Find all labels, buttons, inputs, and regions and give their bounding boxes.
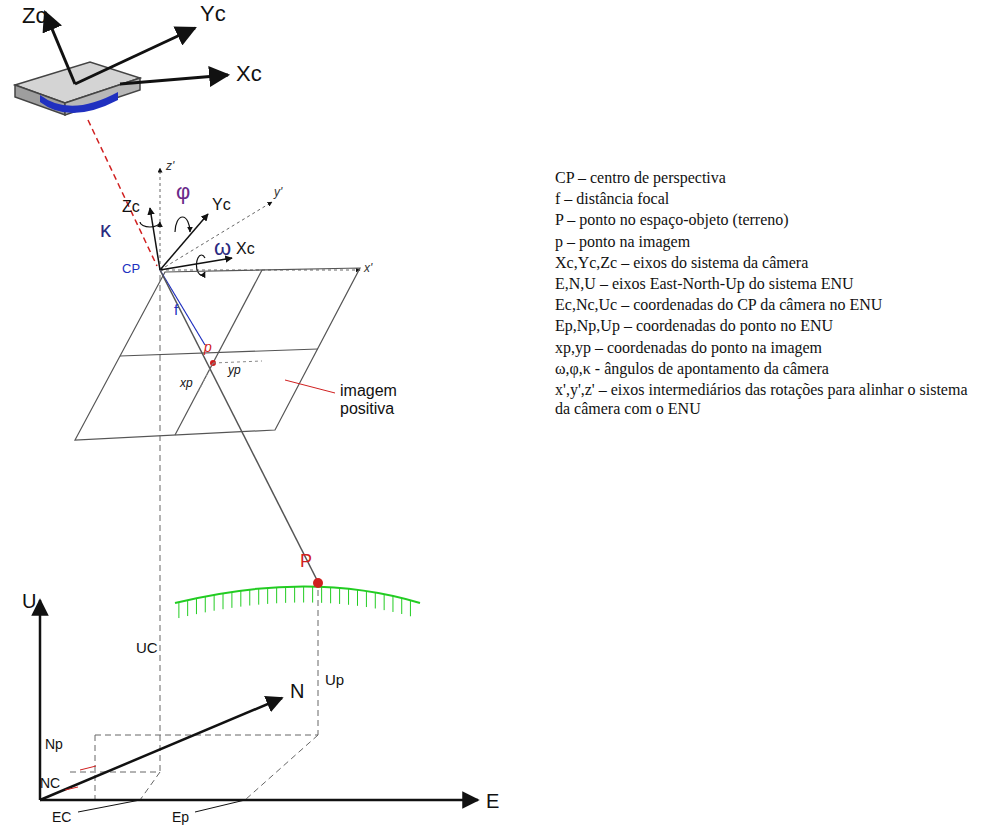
- coordinate-label: EC: [52, 810, 71, 825]
- legend-line: xp,yp – coordenadas do ponto na imagem: [555, 338, 980, 357]
- terrain-hatch: [205, 596, 206, 612]
- point-label: p: [204, 340, 212, 355]
- legend-line: x',y',z' – eixos intermediários das rota…: [555, 380, 980, 418]
- terrain-hatch: [339, 588, 340, 604]
- image-label: imagem positiva: [340, 382, 420, 417]
- terrain-hatch: [223, 593, 224, 609]
- terrain-hatch: [392, 596, 393, 612]
- axis-label: Xc: [236, 240, 255, 258]
- terrain-hatch: [330, 587, 331, 603]
- coordinate-label: Ep: [172, 810, 189, 825]
- axis-label: x': [364, 262, 372, 275]
- legend-line: Ep,Np,Up – coordenadas do ponto no ENU: [555, 316, 980, 335]
- terrain-hatch: [249, 590, 250, 606]
- angle-label: ω: [214, 236, 231, 260]
- axis-label: E: [486, 790, 499, 812]
- terrain-hatch: [276, 587, 277, 603]
- legend-line: ω,φ,κ - ângulos de apontamento da câmera: [555, 359, 980, 378]
- legend-line: f – distância focal: [555, 189, 980, 208]
- terrain-hatch: [294, 587, 295, 603]
- coordinate-label: Np: [45, 737, 63, 752]
- coordinate-label: NC: [40, 776, 60, 791]
- terrain-hatch: [285, 587, 286, 603]
- terrain-hatch: [231, 592, 232, 608]
- camera: [15, 12, 228, 115]
- axis-label: Yc: [212, 196, 231, 214]
- legend-line: Ec,Nc,Uc – coordenadas do CP da câmera n…: [555, 295, 980, 314]
- axis-label: N: [290, 680, 304, 702]
- terrain-hatch: [214, 595, 215, 611]
- terrain-hatch: [187, 600, 188, 616]
- terrain-hatch: [321, 587, 322, 603]
- point-label: CP: [122, 262, 140, 276]
- enu-axes: [40, 600, 478, 800]
- axis-label: Yc: [200, 2, 226, 26]
- terrain-hatch: [312, 587, 313, 603]
- angle-label: φ: [176, 180, 190, 204]
- terrain-hatch: [375, 592, 376, 608]
- terrain-hatch: [240, 591, 241, 607]
- terrain-hatch: [384, 594, 385, 610]
- point-label: P: [300, 552, 312, 572]
- axis-label: U: [22, 590, 36, 612]
- terrain-hatch: [401, 598, 402, 614]
- axis-label: Zc: [122, 198, 140, 216]
- terrain-hatch: [357, 590, 358, 606]
- terrain-hatch: [366, 591, 367, 607]
- axis-label: Zc: [22, 4, 46, 28]
- point-label: f: [174, 302, 178, 319]
- coordinate-label: xp: [180, 377, 193, 390]
- legend-line: CP – centro de perspectiva: [555, 168, 980, 187]
- coordinate-label: Up: [325, 672, 344, 689]
- angle-label: κ: [100, 218, 111, 242]
- image-plane: [75, 268, 360, 440]
- legend-line: Xc,Yc,Zc – eixos do sistema da câmera: [555, 253, 980, 272]
- terrain-hatch: [178, 602, 179, 618]
- coordinate-label: UC: [136, 640, 158, 657]
- axis-label: z': [166, 160, 174, 173]
- terrain-hatch: [258, 589, 259, 605]
- coordinate-label: yp: [228, 364, 241, 377]
- axis-label: Xc: [236, 62, 262, 86]
- terrain-hatch: [348, 589, 349, 605]
- axis-label: y': [274, 186, 282, 199]
- terrain-hatch: [196, 598, 197, 614]
- legend-line: P – ponto no espaço-objeto (terreno): [555, 210, 980, 229]
- terrain-hatch: [267, 588, 268, 604]
- legend-line: E,N,U – eixos East-North-Up do sistema E…: [555, 274, 980, 293]
- terrain-hatch: [303, 587, 304, 603]
- legend-line: p – ponto na imagem: [555, 232, 980, 251]
- terrain-hatch: [410, 600, 411, 616]
